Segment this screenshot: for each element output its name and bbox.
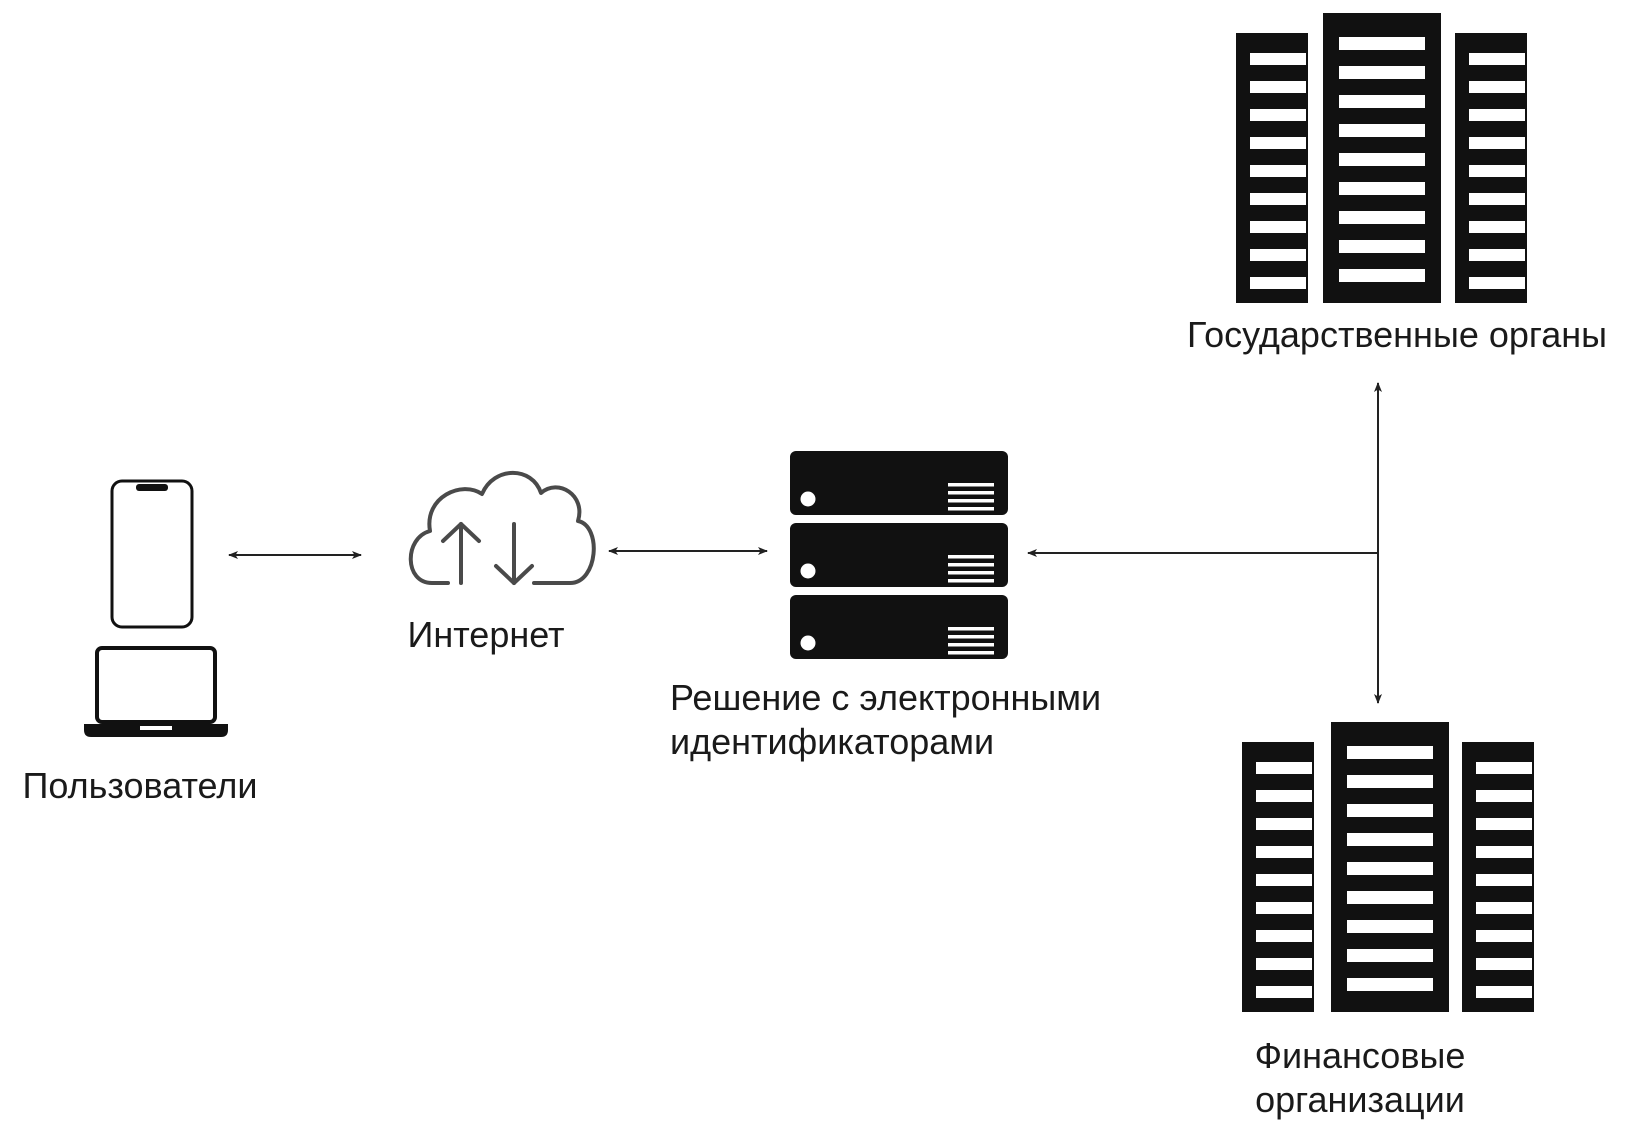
connectors [228,382,1382,704]
building-icon [1242,722,1534,1012]
internet-label: Интернет [407,614,565,655]
users-label: Пользователи [22,765,258,806]
building-icon [1236,13,1527,303]
government-label: Государственные органы [1186,314,1607,355]
laptop-icon [84,646,228,737]
smartphone-icon [110,479,194,629]
financial-label: Финансовые организации [1254,1035,1466,1120]
cloud-upload-download-icon [408,470,596,585]
solution-label: Решение с электронными идентификаторами [670,677,1102,762]
server-stack-icon [790,451,1008,659]
